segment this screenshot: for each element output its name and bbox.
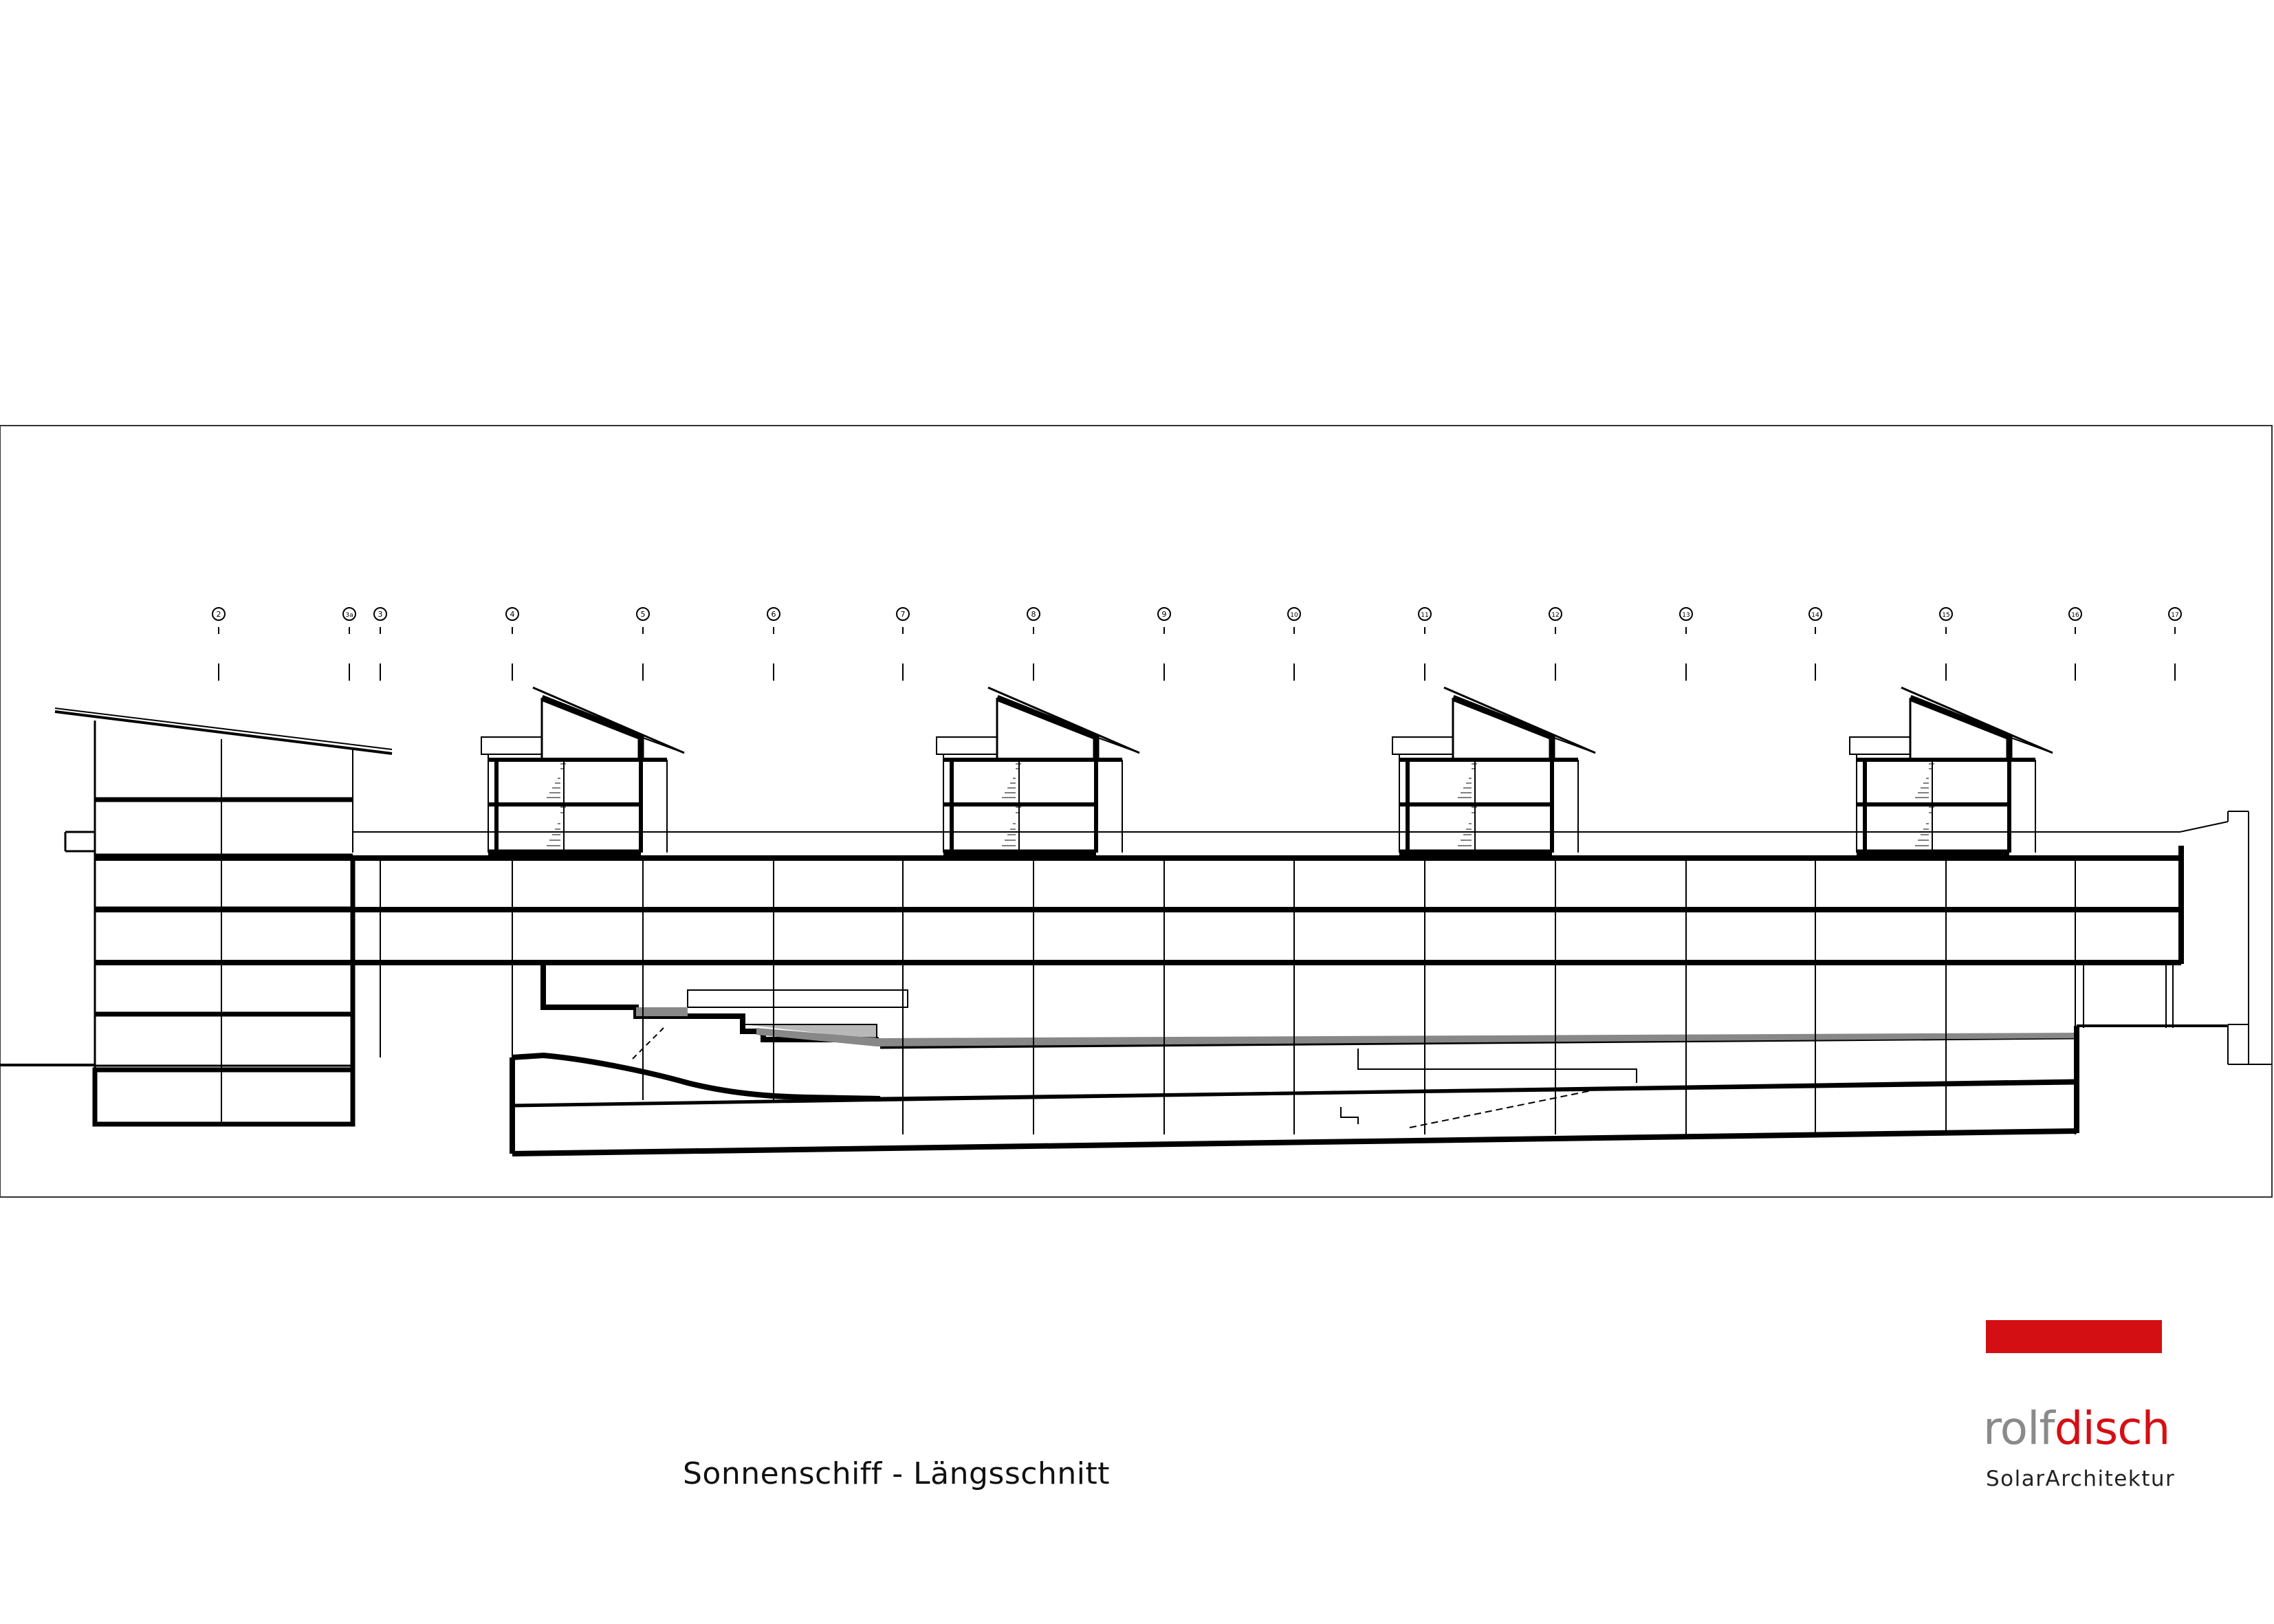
axis-marker: 5 xyxy=(636,607,650,681)
axis-marker: 11 xyxy=(1418,607,1432,681)
axis-marker: 4 xyxy=(505,607,519,681)
axis-marker: 14 xyxy=(1808,607,1822,681)
column-grid-lines xyxy=(380,858,2174,1134)
penthouse xyxy=(481,686,685,856)
axis-label: 7 xyxy=(901,610,906,619)
axis-label: 2 xyxy=(217,610,221,619)
axis-marker: 16 xyxy=(2068,607,2082,681)
axis-marker: 9 xyxy=(1157,607,1171,681)
rolfdisch-logo: rolfdisch xyxy=(1983,1402,2170,1455)
main-floor-slabs xyxy=(0,811,2272,1156)
axis-label: 13 xyxy=(1682,612,1690,619)
axis-label: 12 xyxy=(1551,612,1559,619)
axis-label: 6 xyxy=(772,610,776,619)
penthouse xyxy=(936,686,1140,856)
axis-marker: 15 xyxy=(1939,607,1953,681)
penthouse xyxy=(1392,686,1596,856)
axis-marker: 13 xyxy=(1679,607,1693,681)
rooftop-penthouses xyxy=(481,686,2053,856)
axis-label: 3a xyxy=(345,612,353,619)
axis-marker: 6 xyxy=(767,607,780,681)
axis-marker: 17 xyxy=(2168,607,2182,681)
axis-label: 9 xyxy=(1162,610,1167,619)
axis-grid-markers: 2 3a 3 4 5 6 7 8 9 10 11 12 13 14 15 16 17 xyxy=(212,607,2182,681)
drawing-caption: Sonnenschiff - Längsschnitt xyxy=(683,1456,1110,1491)
axis-label: 8 xyxy=(1031,610,1036,619)
axis-marker: 3 xyxy=(373,607,387,681)
axis-label: 4 xyxy=(510,610,515,619)
drawing-frame xyxy=(0,425,2273,1198)
axis-label: 14 xyxy=(1811,612,1819,619)
axis-label: 11 xyxy=(1421,612,1428,619)
axis-marker: 3a xyxy=(342,607,356,681)
axis-marker: 8 xyxy=(1027,607,1040,681)
axis-label: 15 xyxy=(1942,612,1949,619)
axis-marker: 7 xyxy=(896,607,910,681)
axis-label: 5 xyxy=(641,610,646,619)
brand-accent-bar xyxy=(1986,1320,2162,1353)
axis-label: 3 xyxy=(378,610,383,619)
logo-tagline: SolarArchitektur xyxy=(1986,1467,2176,1491)
axis-marker: 12 xyxy=(1549,607,1562,681)
penthouse xyxy=(1849,686,2053,856)
left-building xyxy=(0,707,393,1127)
axis-label: 17 xyxy=(2171,612,2178,619)
axis-label: 16 xyxy=(2071,612,2079,619)
axis-marker: 10 xyxy=(1287,607,1301,681)
axis-marker: 2 xyxy=(212,607,226,681)
axis-label: 10 xyxy=(1290,612,1298,619)
